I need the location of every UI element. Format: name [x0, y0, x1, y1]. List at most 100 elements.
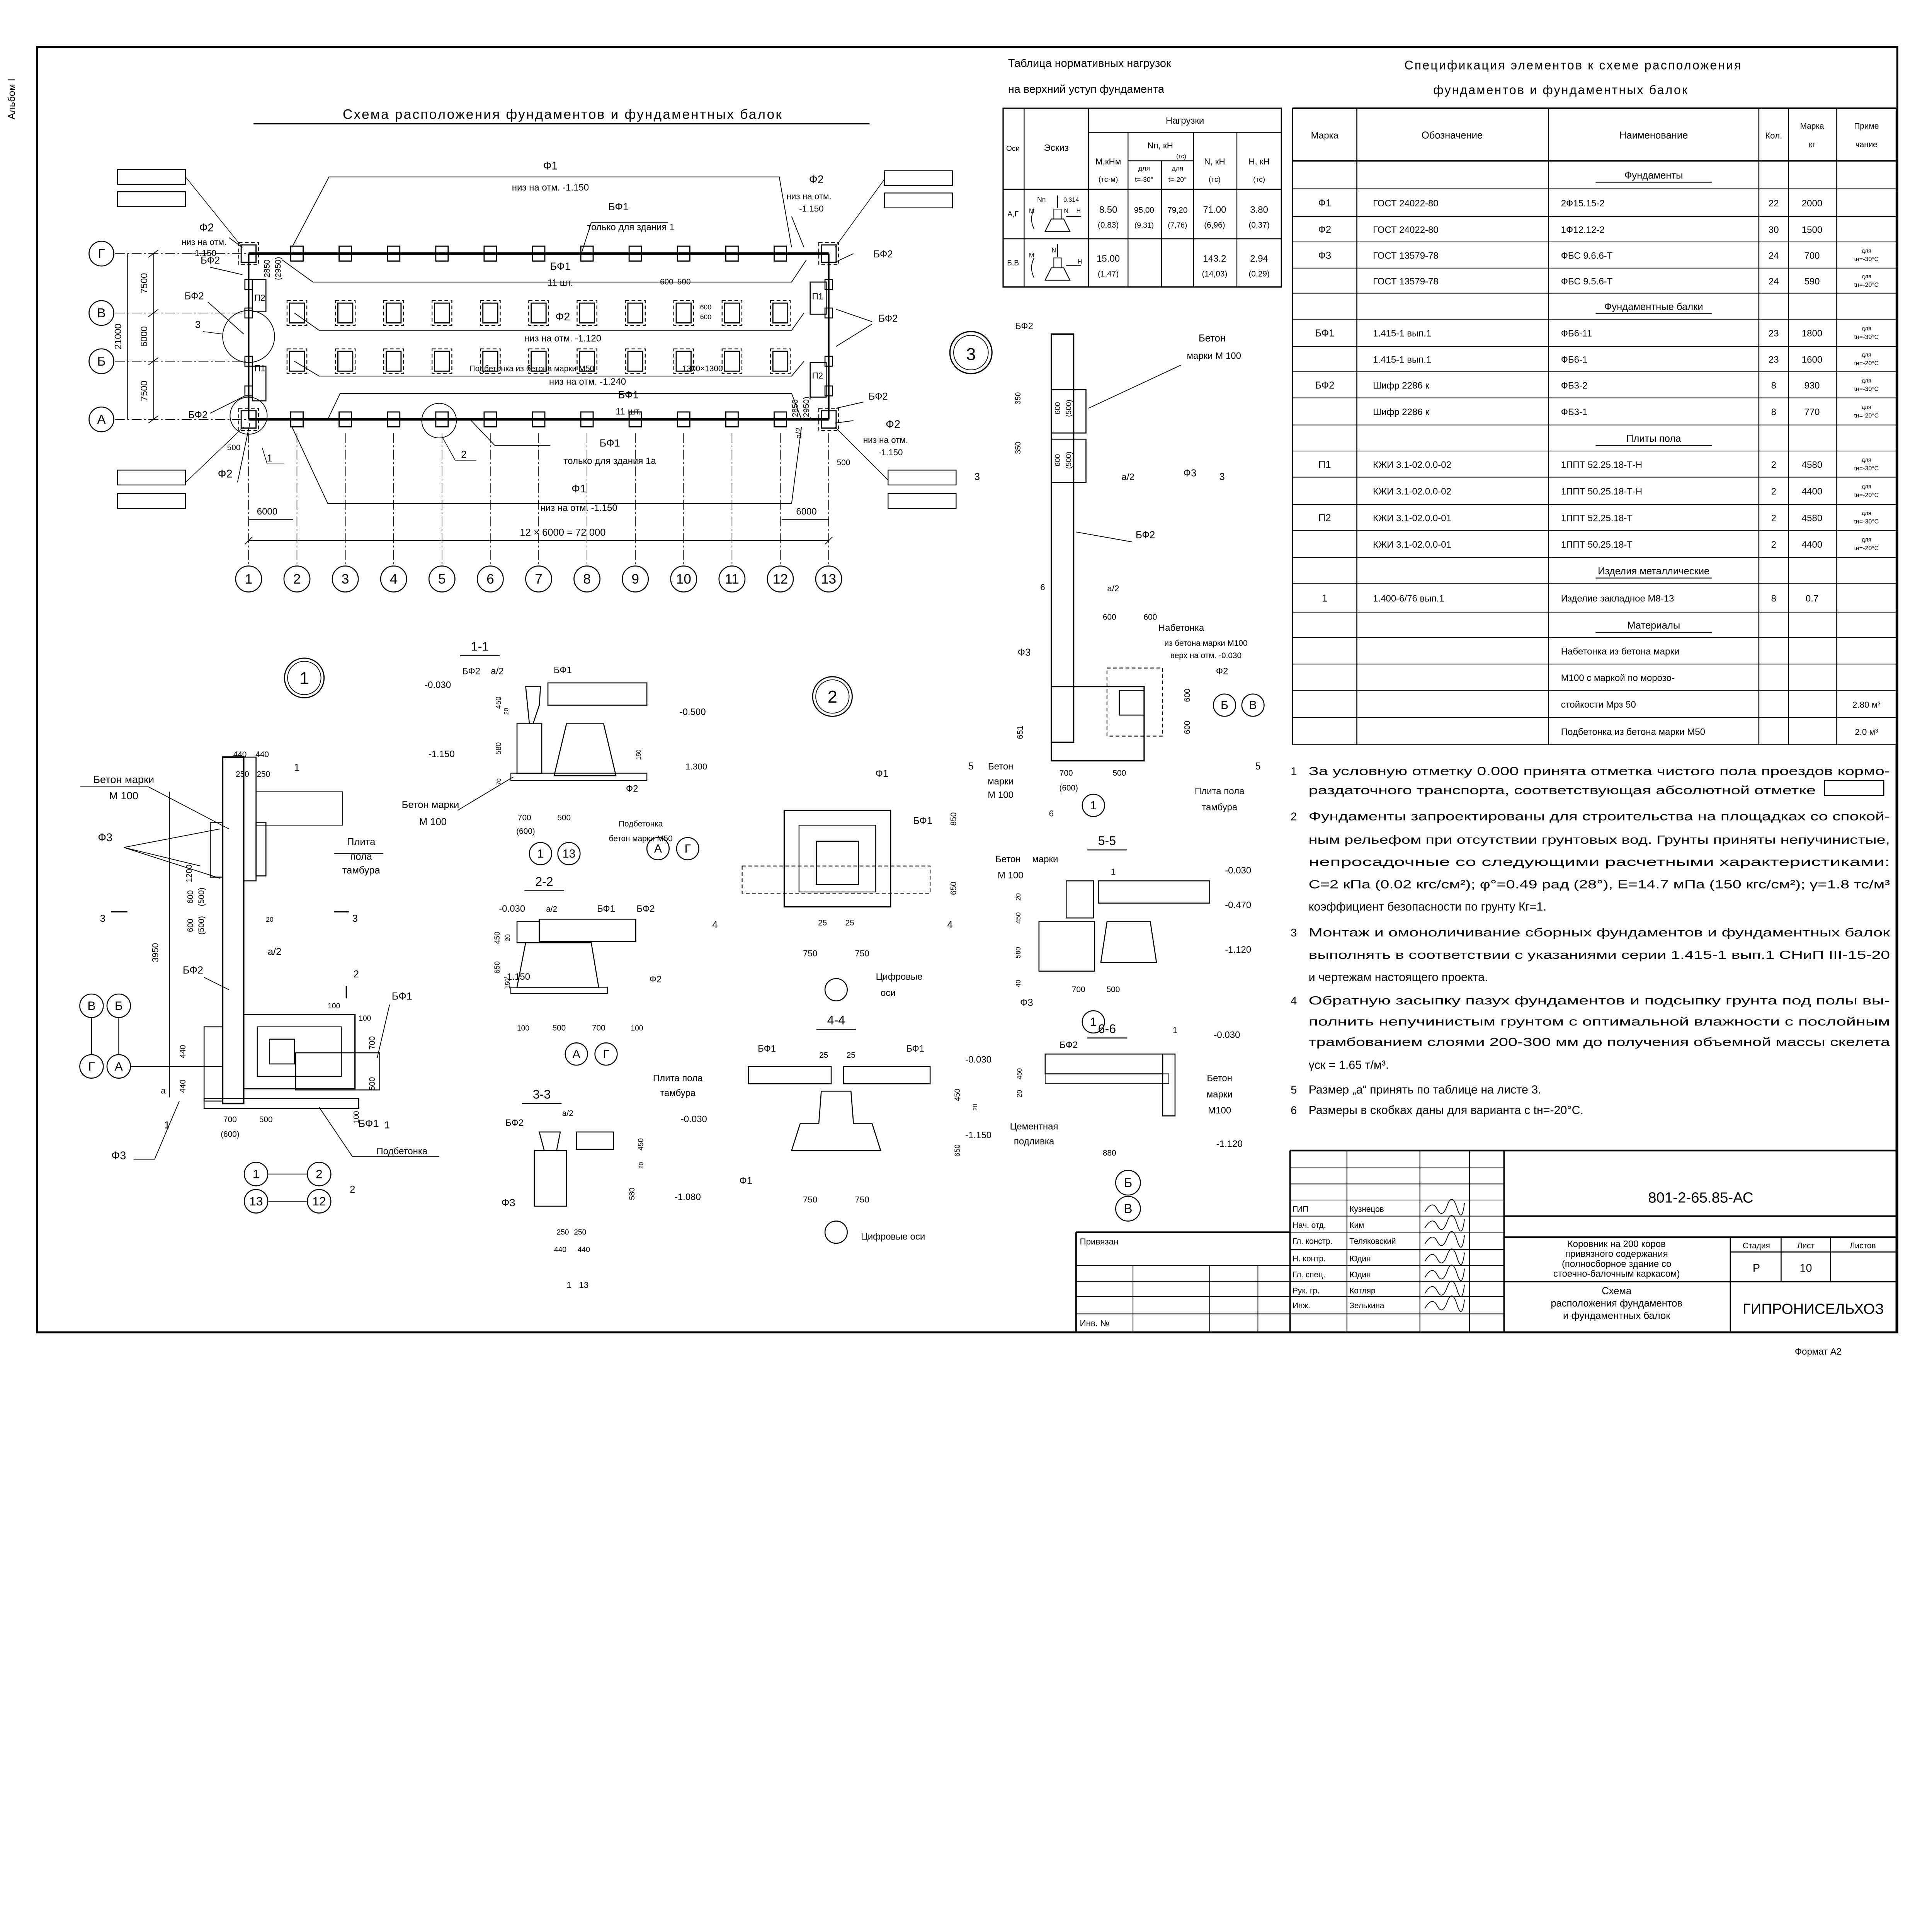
label: Подбетонка из бетона марки М50: [469, 364, 595, 373]
label: 6: [1040, 582, 1045, 592]
label: (600): [1059, 783, 1078, 792]
label: Ф3: [111, 1149, 126, 1162]
label: Набетонка: [1158, 623, 1204, 633]
sheet-title: Схема: [1602, 1285, 1632, 1296]
label: БФ2: [1136, 529, 1155, 540]
axis-bubble-label: 13: [249, 1194, 263, 1208]
blank-elevation-box: [888, 470, 957, 485]
spec-note: tн=-30°С: [1854, 519, 1879, 525]
spec-designation: ГОСТ 13579-78: [1373, 276, 1439, 287]
foundation-f1: [387, 245, 401, 262]
signature-image: [1424, 1231, 1465, 1248]
section-title: 4-4: [827, 1013, 845, 1027]
album-label: Альбом I: [6, 78, 17, 119]
leader-line: [123, 828, 220, 848]
absolute-elevation-blank-box: [1824, 780, 1884, 796]
blank-elevation-box: [884, 192, 953, 208]
label: 6: [1049, 809, 1054, 819]
label: 3: [975, 472, 980, 482]
foundation-f3: [824, 356, 833, 367]
label: Ф3: [502, 1197, 515, 1209]
beam-bf1: [295, 1052, 380, 1091]
label: а/2: [491, 666, 503, 677]
column-socket: [816, 841, 859, 885]
spec-mass: 1500: [1802, 225, 1822, 235]
foundation-f1: [243, 1014, 356, 1089]
spec-mass: 4580: [1802, 513, 1822, 523]
label: Ф1: [875, 768, 888, 779]
label: Цифровые оси: [861, 1231, 925, 1242]
floor-slab-p1: [810, 281, 827, 315]
label: Нагрузки: [1166, 116, 1204, 126]
label: М,кНм: [1095, 157, 1121, 167]
label: 450: [1014, 912, 1022, 924]
podbetonka-outline: [432, 300, 452, 326]
foundation-f2: [772, 302, 789, 323]
leader-line: [791, 216, 804, 248]
callout-1-label: 1: [267, 453, 272, 464]
label: тамбура: [660, 1088, 696, 1098]
podbetonka-outline: [577, 300, 597, 326]
label: Плита: [347, 836, 376, 847]
row-axis-bubble: [88, 300, 114, 326]
label: Лист: [1797, 1241, 1815, 1250]
spec-mark: Ф2: [1318, 225, 1331, 235]
label: 600: [186, 919, 195, 932]
foundation-f2: [434, 351, 450, 372]
label: 750: [855, 1195, 869, 1204]
section-title: 5-5: [1098, 834, 1116, 848]
foundation-f1: [677, 411, 690, 427]
spec-section-heading: Фундаментные балки: [1604, 301, 1703, 312]
leader-line: [294, 361, 804, 377]
label: 650: [493, 961, 502, 974]
label: 4: [947, 919, 952, 930]
foundation-f3: [824, 307, 833, 318]
label: 600: [1144, 613, 1157, 622]
label: 0.314: [1063, 197, 1079, 203]
label: М 100: [988, 790, 1014, 800]
label: 500: [259, 1115, 273, 1124]
note-line: За условную отметку 0.000 принята отметк…: [1309, 764, 1890, 778]
label: Бетон: [995, 854, 1021, 865]
load-table-title: Таблица нормативных нагрузок: [1008, 57, 1171, 70]
axis-bubble: [565, 1042, 588, 1066]
foundation-f3-profile: [1162, 1053, 1176, 1117]
row-axis-bubble-label: Б: [97, 354, 105, 369]
spec-note-top: для: [1862, 510, 1871, 516]
column-axis-bubble-label: 9: [631, 572, 639, 587]
cement-grout: [1044, 1073, 1169, 1084]
note-number: 4: [1291, 995, 1297, 1007]
label: БФ1: [599, 437, 620, 449]
column-axis-bubble: [235, 565, 262, 592]
label: тамбура: [1202, 802, 1238, 813]
label: -0.500: [680, 707, 706, 717]
label: 25: [819, 1051, 828, 1060]
floor-slab-p2: [810, 362, 827, 398]
foundation-f3: [244, 307, 253, 318]
label: а/2: [1122, 472, 1134, 482]
label: 700: [368, 1036, 377, 1050]
foundation-f1: [290, 245, 304, 262]
label: (0,83): [1098, 221, 1119, 230]
podbetonka-outline: [770, 348, 791, 374]
label: БФ2: [878, 313, 898, 324]
spec-name: 1Ф12.12-2: [1561, 225, 1605, 235]
row-axis-bubble: [88, 406, 114, 432]
signatory-role: ГИП: [1293, 1205, 1308, 1214]
leader-line: [291, 426, 802, 504]
label: Ф2: [650, 974, 662, 985]
label: 13: [579, 1280, 588, 1290]
foundation-f1: [532, 411, 546, 427]
foundation-f2: [675, 351, 692, 372]
label: Наименование: [1619, 130, 1688, 141]
spec-note-top: для: [1862, 457, 1871, 463]
leader-line: [835, 426, 888, 480]
label: 6000: [796, 507, 816, 517]
foundation-f1: [338, 411, 352, 427]
